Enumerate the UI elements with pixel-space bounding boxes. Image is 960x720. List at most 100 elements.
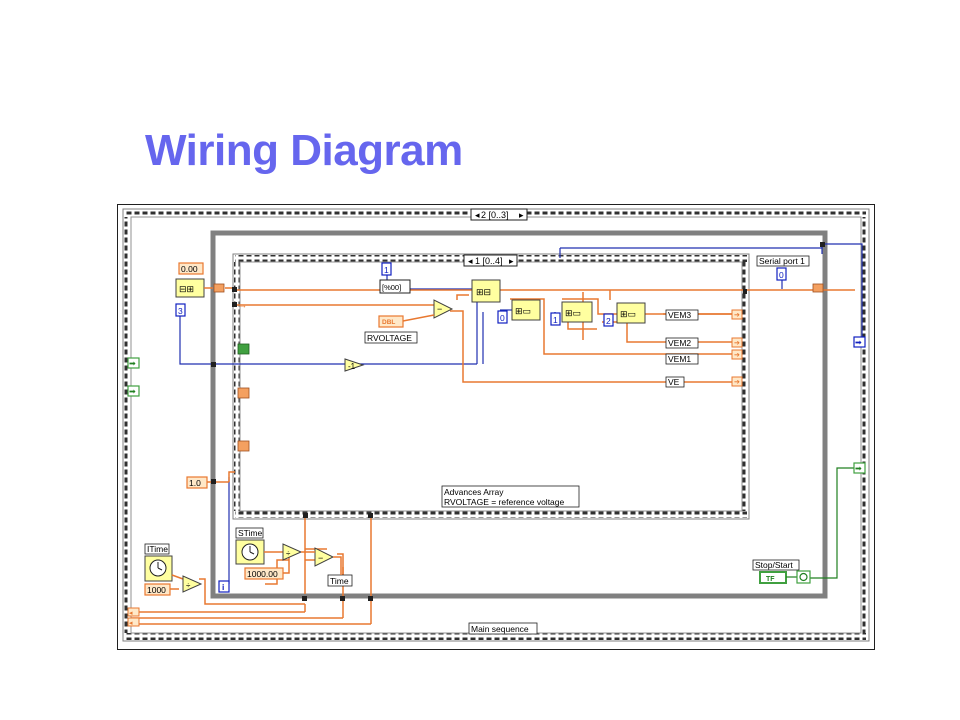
indicator-ve: VE: [665, 376, 685, 388]
itime-clock-icon[interactable]: [144, 555, 173, 582]
svg-text:1: 1: [553, 315, 558, 325]
svg-text:➡: ➡: [855, 464, 862, 473]
outer-sequence-selector[interactable]: ◂ 2 [0..3] ▸: [470, 208, 528, 221]
dbl-constant[interactable]: DBL: [378, 315, 404, 328]
outer-terminal-blue: ➡: [853, 336, 866, 348]
outer-terminal-green-1: ➡: [127, 357, 140, 369]
sequence-local-arrow: →: [238, 300, 247, 310]
wiring-diagram: ◂ 2 [0..3] ▸ ◂ 1 [0..4] ▸: [117, 204, 875, 650]
three-constant[interactable]: 3: [175, 303, 186, 317]
svg-text:VE: VE: [668, 377, 680, 387]
one-dbl-constant[interactable]: 1.0: [186, 476, 208, 489]
svg-text:TF: TF: [766, 576, 775, 583]
svg-text:3: 3: [178, 306, 183, 316]
tunnel-blue: [211, 362, 216, 367]
svg-text:Main sequence: Main sequence: [471, 624, 529, 634]
divide-node-stime[interactable]: ÷: [282, 543, 303, 561]
index0-constant[interactable]: 0: [497, 310, 508, 324]
string-constant-box[interactable]: [%00]: [379, 279, 411, 294]
array-subset-node-3[interactable]: ⊞▭: [616, 302, 646, 324]
divide-node-itime[interactable]: ÷: [182, 575, 203, 593]
svg-text:◂: ◂: [468, 256, 473, 266]
indicator-vem3: VEM3: [665, 309, 699, 321]
svg-text:◂: ◂: [129, 620, 133, 627]
svg-text:RVOLTAGE: RVOLTAGE: [367, 333, 412, 343]
indicator-vem2: VEM2: [665, 337, 699, 349]
indicator-terminals: [731, 309, 743, 387]
while-bottom-tunnel-3: [368, 596, 373, 601]
indicator-terminal-arrows: ➔ ➔ ➔ ➔: [734, 312, 740, 386]
comment-box: Advances Array RVOLTAGE = reference volt…: [441, 485, 580, 508]
slide-title: Wiring Diagram: [145, 126, 463, 175]
decrement-node[interactable]: -1: [344, 358, 365, 372]
array-subset-node-2[interactable]: ⊞▭: [561, 301, 593, 323]
serial-port-label: Serial port 1: [756, 255, 810, 267]
ms-1000-dbl-constant[interactable]: 1000.00: [244, 567, 284, 580]
svg-text:Stop/Start: Stop/Start: [755, 560, 793, 570]
svg-text:0.00: 0.00: [181, 264, 198, 274]
outer-terminals-orange: ◂ ◂: [127, 607, 140, 627]
svg-text:÷: ÷: [186, 581, 191, 590]
svg-text:Time: Time: [330, 576, 349, 586]
sequence-local-orange-1: [237, 387, 250, 399]
time-wire: [333, 556, 342, 575]
shift-register-left[interactable]: [213, 283, 225, 293]
while-top-tunnel: [820, 242, 825, 247]
stime-clock-icon[interactable]: [235, 539, 265, 565]
sequence-local-orange-2: [237, 440, 250, 452]
itime-label: ITime: [144, 543, 170, 555]
svg-text:Advances Array: Advances Array: [444, 487, 504, 497]
svg-text:0: 0: [779, 270, 784, 280]
svg-text:1000: 1000: [147, 585, 166, 595]
svg-text:➔: ➔: [734, 340, 740, 347]
shift-register-right[interactable]: [812, 283, 824, 293]
one-top-constant[interactable]: 1: [381, 262, 392, 276]
index2-constant[interactable]: 2: [603, 313, 614, 327]
svg-text:DBL: DBL: [382, 319, 395, 326]
array-subset-node-1[interactable]: ⊞▭: [511, 299, 541, 321]
outer-sequence-label: 2 [0..3]: [481, 210, 509, 220]
svg-text:▸: ▸: [509, 256, 514, 266]
index-array-node[interactable]: ⊞⊟: [471, 279, 501, 303]
indicator-vem1: VEM1: [665, 353, 699, 365]
itime-wire: [171, 574, 184, 580]
rvoltage-label: RVOLTAGE: [364, 331, 418, 344]
inner-sequence-label: 1 [0..4]: [475, 256, 503, 266]
build-array-node[interactable]: ⊟⊞: [175, 278, 205, 298]
iteration-terminal: i: [218, 580, 230, 593]
svg-text:ITime: ITime: [147, 544, 168, 554]
while-loop-frame: [210, 230, 828, 599]
svg-text:i: i: [222, 582, 224, 592]
svg-text:VEM3: VEM3: [668, 310, 691, 320]
stop-start-boolean[interactable]: TF: [759, 571, 787, 584]
zero-dbl-constant[interactable]: 0.00: [178, 262, 204, 275]
svg-text:◂: ◂: [129, 610, 133, 617]
tunnel-inner-2: [232, 302, 237, 307]
tunnel-inner-1: [232, 287, 237, 292]
ms-1000-dbl-wire: [283, 556, 290, 574]
tunnel-orange: [211, 479, 216, 484]
subtract-node-time[interactable]: −: [314, 547, 335, 567]
while-bottom-tunnel-2: [340, 596, 345, 601]
inner-sequence-selector[interactable]: ◂ 1 [0..4] ▸: [463, 254, 518, 267]
svg-text:⊞▭: ⊞▭: [515, 306, 531, 316]
svg-text:➔: ➔: [734, 312, 740, 319]
outer-terminal-green-right: ➡: [853, 462, 866, 474]
subtract-node[interactable]: −: [433, 299, 454, 319]
index1-constant[interactable]: 1: [550, 312, 561, 326]
svg-text:⊞▭: ⊞▭: [565, 308, 581, 318]
svg-text:⊞▭: ⊞▭: [620, 309, 636, 319]
inner-bottom-tunnel-2: [368, 513, 373, 518]
svg-text:▸: ▸: [519, 210, 524, 220]
svg-text:1000.00: 1000.00: [247, 569, 278, 579]
ms-1000-constant[interactable]: 1000: [144, 583, 171, 596]
loop-condition-icon[interactable]: [796, 570, 811, 584]
svg-text:[%00]: [%00]: [382, 283, 401, 292]
svg-text:−: −: [318, 553, 323, 563]
svg-text:⊞⊟: ⊞⊟: [476, 287, 491, 297]
svg-text:➡: ➡: [129, 359, 136, 368]
svg-text:➡: ➡: [129, 387, 136, 396]
svg-text:0: 0: [500, 313, 505, 323]
serial-port-constant[interactable]: 0: [776, 267, 787, 281]
stop-start-label: Stop/Start: [752, 559, 800, 571]
